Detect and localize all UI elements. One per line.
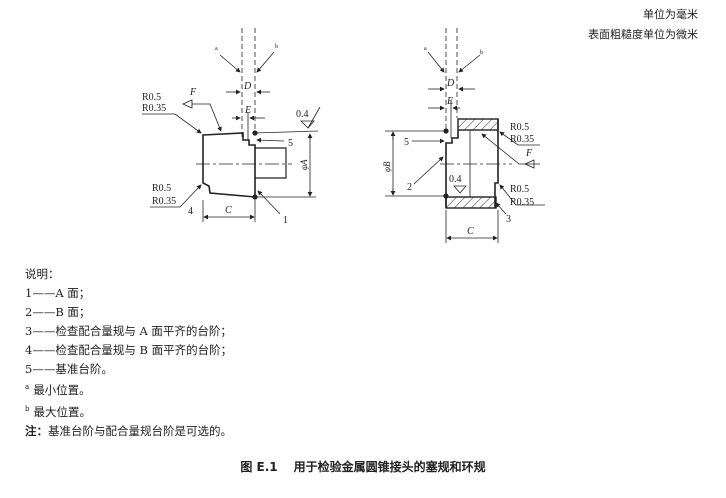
radius-label: R0.5 — [152, 183, 171, 194]
radius-label: R0.5 — [510, 122, 529, 133]
callout-4: 4 — [188, 206, 193, 217]
dimension-d: D — [243, 81, 252, 92]
unit-note: 单位为毫米 — [643, 8, 698, 21]
diameter-a: φA — [299, 159, 309, 170]
plug-gauge-labels: a b D E F R0.5 R0.35 R0.5 R0.35 0.4 φA C… — [142, 44, 309, 226]
force-f: F — [189, 87, 197, 98]
roughness-value: 0.4 — [449, 174, 462, 185]
ring-gauge-labels: a b D E F R0.5 R0.35 R0.5 R0.35 0.4 φB C… — [382, 46, 534, 237]
callout-5: 5 — [288, 138, 293, 149]
roughness-note: 表面粗糙度单位为微米 — [588, 28, 698, 41]
legend-item: 3——检查配合量规与 A 面平齐的台阶； — [25, 323, 232, 338]
radius-label: R0.35 — [152, 196, 176, 207]
plug-gauge-drawing — [142, 28, 321, 222]
label-b: b — [480, 50, 483, 56]
ring-gauge-drawing — [385, 28, 545, 243]
callout-3: 3 — [506, 214, 511, 225]
callout-2: 2 — [407, 182, 412, 193]
legend: 说明： 1——A 面； 2——B 面； 3——检查配合量规与 A 面平齐的台阶；… — [25, 265, 232, 441]
plug-body-outline — [202, 132, 256, 198]
legend-title: 说明： — [25, 267, 60, 281]
radius-label: R0.35 — [510, 197, 534, 208]
radius-label: R0.5 — [142, 92, 161, 103]
dimension-e: E — [446, 96, 453, 107]
dimension-d: D — [446, 78, 455, 89]
dimension-c: C — [225, 205, 232, 216]
radius-label: R0.35 — [142, 103, 166, 114]
legend-item: 1——A 面； — [25, 285, 91, 300]
radius-label: R0.5 — [510, 184, 529, 195]
label-a: a — [215, 46, 218, 52]
label-a: a — [424, 46, 427, 52]
diameter-b: φB — [382, 161, 392, 172]
label-b: b — [275, 44, 278, 50]
legend-item: 5——基准台阶。 — [25, 361, 113, 376]
roughness-value: 0.4 — [296, 109, 309, 120]
dimension-c: C — [467, 226, 474, 237]
radius-label: R0.35 — [510, 134, 534, 145]
callout-1: 1 — [283, 215, 288, 226]
legend-item: 2——B 面； — [25, 304, 91, 319]
technical-drawing: a b D E F R0.5 R0.35 R0.5 R0.35 0.4 φA C… — [142, 28, 545, 243]
legend-item: 4——检查配合量规与 B 面平齐的台阶； — [25, 342, 233, 357]
dimension-e: E — [244, 105, 251, 116]
force-f: F — [525, 148, 533, 159]
note: 注：基准台阶与配合量规台阶是可选的。 — [25, 423, 232, 438]
callout-5: 5 — [404, 137, 409, 148]
